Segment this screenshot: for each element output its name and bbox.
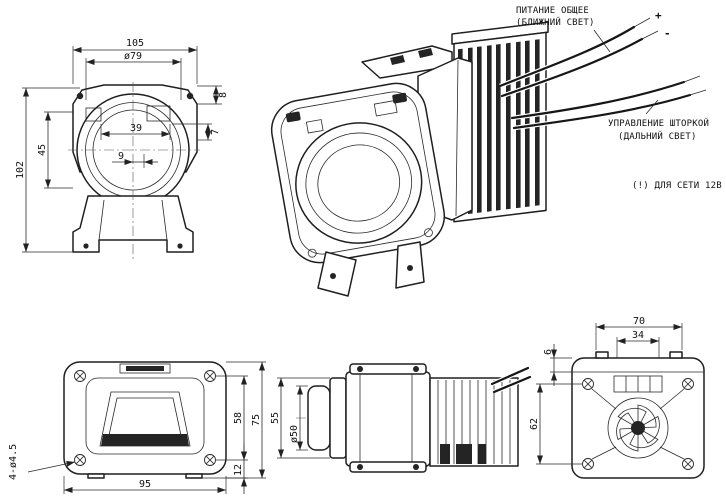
dim-7: 7 (210, 129, 221, 135)
dim-8: 8 (218, 92, 229, 98)
dim-95: 95 (139, 479, 151, 490)
fan-blades (616, 404, 660, 452)
side-view-drawing: 55 ø50 (270, 363, 532, 473)
plus-sign: + (655, 9, 662, 22)
label-shutter-line2: (ДАЛЬНИЙ СВЕТ) (618, 130, 697, 142)
dim-39: 39 (130, 123, 142, 134)
dim-9: 9 (118, 151, 124, 162)
rear-view-drawing: 70 34 6 62 (529, 316, 705, 479)
front-view-drawing: 105 ø79 102 45 8 7 39 9 (15, 38, 229, 262)
minus-sign: - (664, 27, 671, 40)
dim-62: 62 (529, 418, 540, 430)
dim-12: 12 (233, 464, 244, 476)
label-shutter-line1: УПРАВЛЕНИЕ ШТОРКОЙ (608, 117, 709, 129)
dim-58: 58 (233, 412, 244, 424)
dim-front-width: 105 (126, 38, 144, 49)
dim-75: 75 (251, 414, 262, 426)
dim-lens-diameter: ø79 (124, 51, 142, 62)
wiring-labels: ПИТАНИЕ ОБЩЕЕ (БЛИЖНИЙ СВЕТ) + - УПРАВЛЕ… (516, 6, 722, 191)
label-voltage-note: (!) ДЛЯ СЕТИ 12В (632, 181, 722, 191)
isometric-view-drawing (270, 17, 707, 297)
dim-front-height: 102 (15, 161, 26, 179)
dim-70: 70 (633, 316, 645, 327)
dim-6: 6 (543, 349, 554, 355)
bezel-and-lens (270, 82, 446, 264)
holes-note: 4-ø4.5 (8, 444, 19, 480)
dim-o50: ø50 (289, 425, 300, 443)
dim-45: 45 (37, 144, 48, 156)
bottom-front-view-drawing: 95 58 12 75 4-ø4.5 (8, 361, 266, 494)
dim-55: 55 (270, 412, 281, 424)
label-power-line1: ПИТАНИЕ ОБЩЕЕ (516, 6, 589, 16)
label-power-line2: (БЛИЖНИЙ СВЕТ) (516, 16, 595, 28)
dim-34: 34 (632, 330, 644, 341)
